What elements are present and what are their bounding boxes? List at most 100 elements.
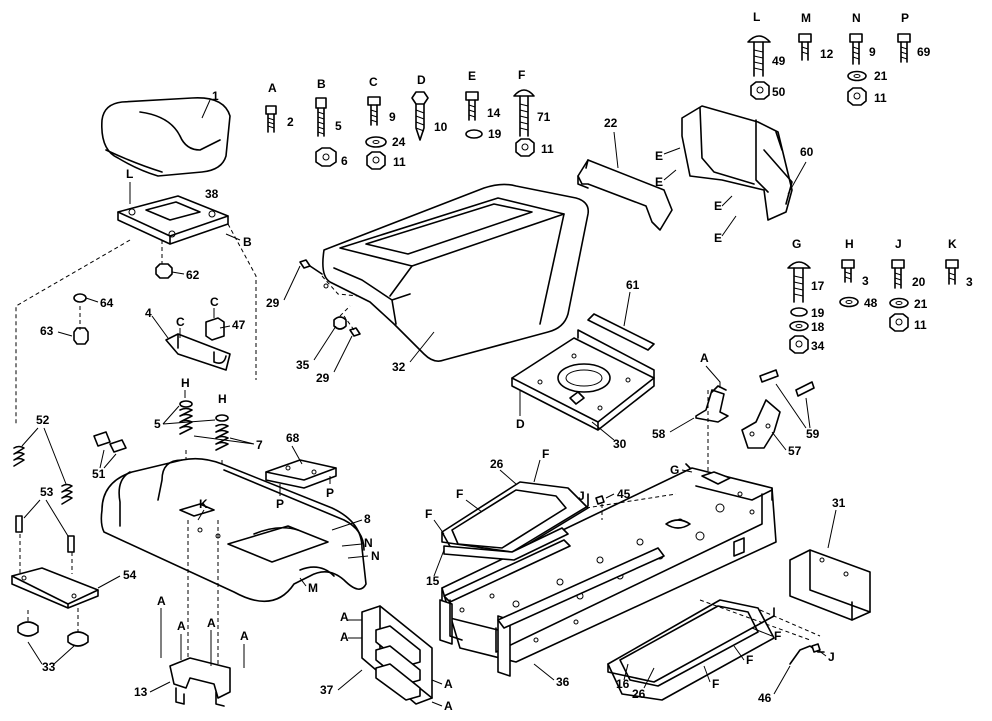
hex-bolt-icon	[945, 259, 959, 285]
hardware-letter-l: L	[753, 10, 760, 24]
hardware-letter-b: B	[317, 77, 326, 91]
letter-f-foot-1: F	[542, 447, 549, 461]
hardware-key: A 2 B 5 6 C 9 24	[265, 10, 973, 354]
letter-m-fender: M	[308, 581, 318, 595]
hardware-letter-a: A	[268, 81, 277, 95]
hardware-part-p-1: 69	[917, 45, 931, 59]
hardware-letter-d: D	[417, 73, 426, 87]
letter-d-plate: D	[516, 417, 525, 431]
letter-f-foot-3: F	[425, 507, 432, 521]
hex-bolt-icon	[465, 91, 479, 121]
seat-bracket: 4 47 C C	[145, 295, 246, 371]
letter-f-foot-4: F	[774, 629, 781, 643]
hardware-part-n-1: 9	[869, 45, 876, 59]
engine-plate-assembly: 61 D 30	[511, 278, 655, 451]
callout-37: 37	[320, 683, 334, 697]
hood-assembly: 32 29 35 29	[266, 183, 590, 385]
callout-53: 53	[40, 485, 54, 499]
hardware-part-f-2: 11	[541, 142, 554, 156]
letter-e-dash-2: E	[655, 175, 663, 189]
coil-spring-right	[215, 423, 229, 451]
hex-bolt-icon	[841, 259, 855, 283]
hardware-letter-e: E	[468, 69, 476, 83]
hardware-part-c-2: 24	[392, 135, 406, 149]
letter-g-frame: G	[670, 463, 679, 477]
callout-59: 59	[806, 427, 820, 441]
callout-58: 58	[652, 427, 666, 441]
carriage-bolt-icon	[747, 35, 771, 77]
hardware-part-g-1: 17	[811, 279, 825, 293]
callout-46: 46	[758, 691, 772, 705]
letter-b-seat: B	[243, 235, 252, 249]
lock-nut-icon	[315, 147, 337, 167]
carriage-bolt-icon	[787, 261, 811, 303]
callout-60: 60	[800, 145, 814, 159]
callout-4: 4	[145, 306, 152, 320]
callout-30: 30	[613, 437, 627, 451]
fender-assembly: K 8 N N M 68 P P	[100, 431, 380, 603]
hardware-part-h-1: 3	[862, 274, 869, 288]
pedal-bracket-assembly: A 58 57 59	[652, 351, 820, 458]
strip-61	[587, 313, 655, 351]
letter-a-bracket-58: A	[700, 351, 709, 365]
hardware-part-f-1: 71	[537, 110, 551, 124]
callout-51: 51	[92, 467, 106, 481]
carriage-bolt-icon	[513, 89, 535, 137]
callout-38: 38	[205, 187, 219, 201]
lock-nut-icon	[750, 81, 770, 100]
rear-bracket-assembly: 31 46 J	[758, 496, 871, 705]
hardware-part-j-2: 21	[914, 297, 928, 311]
dash-panel-assembly: 22 60 E E E E	[577, 105, 814, 245]
callout-29-bottom: 29	[316, 371, 330, 385]
hardware-part-b-1: 5	[335, 119, 342, 133]
lock-nut-icon	[889, 313, 909, 332]
letter-c-bracket-2: C	[210, 295, 219, 309]
letter-a-panel-1: A	[340, 610, 349, 624]
lock-washer-icon	[790, 307, 808, 317]
letter-j-bracket: J	[828, 650, 835, 664]
letter-f-foot-6: F	[712, 677, 719, 691]
rear-mount-bracket: 13 A A A A	[134, 520, 249, 707]
hardware-part-d-1: 10	[434, 120, 448, 134]
callout-33: 33	[42, 660, 56, 674]
letter-e-dash-4: E	[714, 231, 722, 245]
hardware-letter-g: G	[792, 237, 801, 251]
callout-45: 45	[617, 487, 631, 501]
callout-54: 54	[123, 568, 137, 582]
letter-k-fender: K	[199, 497, 208, 511]
callout-31: 31	[832, 496, 846, 510]
callout-26-lower: 26	[632, 687, 646, 701]
callout-29-top: 29	[266, 296, 280, 310]
letter-h-spring-1: H	[181, 376, 190, 390]
bracket-15	[443, 527, 569, 561]
callout-35: 35	[296, 358, 310, 372]
letter-p-bracket-2: P	[326, 486, 334, 500]
side-panel-assembly: A A A A 37	[320, 605, 453, 713]
dash-panel-22	[577, 159, 673, 231]
callout-57: 57	[788, 444, 802, 458]
footrest-upper: 26 F F F 15	[425, 447, 589, 588]
lock-nut-icon	[366, 151, 386, 170]
letter-a-panel-3: A	[444, 677, 453, 691]
callout-32: 32	[392, 360, 406, 374]
hardware-part-e-1: 14	[487, 106, 501, 120]
hardware-part-g-3: 18	[811, 320, 825, 334]
callout-22: 22	[604, 116, 618, 130]
fender	[100, 457, 367, 603]
callout-13: 13	[134, 685, 148, 699]
callout-8: 8	[364, 512, 371, 526]
hardware-letter-k: K	[948, 237, 957, 251]
hardware-letter-p: P	[901, 11, 909, 25]
letter-j-frame: J	[578, 489, 585, 503]
hardware-part-b-2: 6	[341, 154, 348, 168]
hardware-part-n-2: 21	[874, 69, 888, 83]
hardware-part-g-4: 34	[811, 339, 825, 353]
hardware-part-n-3: 11	[874, 91, 887, 105]
letter-e-dash-3: E	[714, 199, 722, 213]
hardware-part-a-1: 2	[287, 115, 294, 129]
flat-washer-icon	[789, 320, 809, 332]
callout-64: 64	[100, 296, 114, 310]
coil-spring-left	[179, 407, 193, 435]
lock-nut-icon	[847, 87, 867, 106]
hardware-part-c-3: 11	[393, 155, 406, 169]
